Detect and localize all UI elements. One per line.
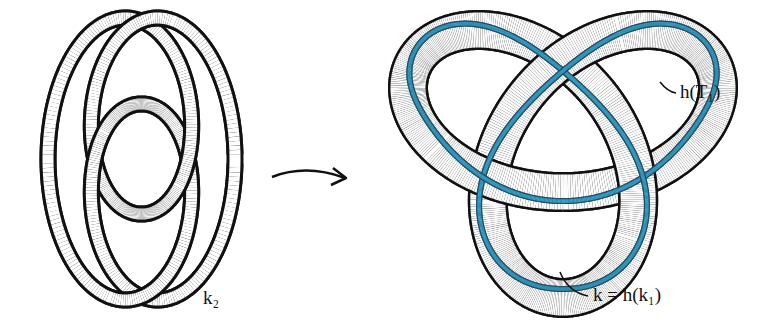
figure-label: k₂ (203, 288, 219, 309)
arrow-head (331, 168, 346, 185)
leader-line (660, 82, 676, 93)
figure-label: h(T₁) (680, 82, 720, 103)
knot-k2 (48, 18, 235, 300)
satellite-knot (408, 24, 718, 298)
figure-label: k = h(k₁) (593, 285, 661, 306)
map-arrow (272, 170, 345, 178)
leader-line (560, 272, 588, 296)
